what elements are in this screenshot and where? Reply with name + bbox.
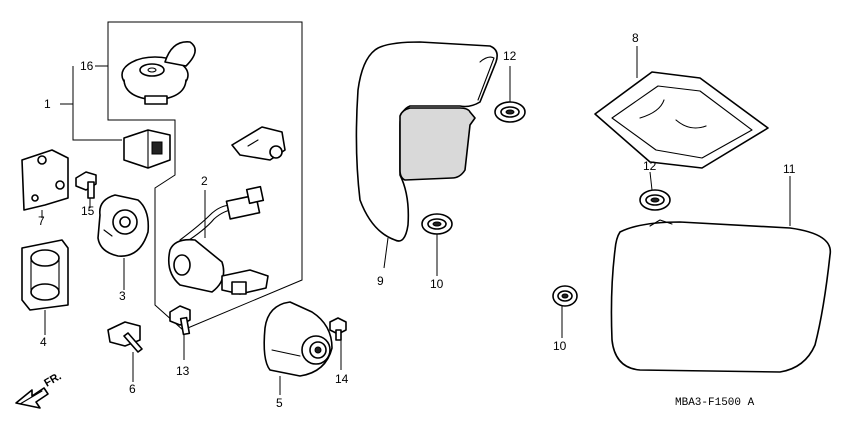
bolt-15[interactable] xyxy=(75,171,97,199)
label-part-15: 15 xyxy=(81,204,95,218)
bracket-plate[interactable] xyxy=(21,149,69,211)
front-direction-arrow-icon xyxy=(15,387,49,409)
hinge-bracket[interactable] xyxy=(21,239,69,311)
bolt-13[interactable] xyxy=(169,305,191,336)
label-part-9: 9 xyxy=(377,274,384,288)
seat-lock-piece[interactable] xyxy=(231,126,286,161)
label-part-3: 3 xyxy=(119,289,126,303)
label-part-14: 14 xyxy=(335,372,349,386)
key-cylinder-insert[interactable] xyxy=(123,129,171,169)
key[interactable] xyxy=(107,321,143,353)
right-side-cover[interactable] xyxy=(610,219,832,373)
label-part-11: 11 xyxy=(783,162,796,176)
left-side-cover[interactable] xyxy=(355,41,498,242)
bolt-14[interactable] xyxy=(329,317,347,341)
ignition-cap-cover[interactable] xyxy=(121,41,196,105)
label-part-5: 5 xyxy=(276,396,283,410)
figure-code: MBA3-F1500 A xyxy=(675,397,755,409)
grommet-12-right[interactable] xyxy=(639,189,671,211)
label-part-10-lower: 10 xyxy=(553,339,567,353)
main-lock-body[interactable] xyxy=(263,301,333,377)
callout-leaders xyxy=(41,46,791,395)
label-part-12-top: 12 xyxy=(503,49,517,63)
label-part-4: 4 xyxy=(40,335,47,349)
label-part-16: 16 xyxy=(80,59,94,73)
label-part-8: 8 xyxy=(632,31,639,45)
label-part-13: 13 xyxy=(176,364,190,378)
label-part-7: 7 xyxy=(38,214,45,228)
ignition-switch[interactable] xyxy=(167,185,269,295)
grommet-12-top[interactable] xyxy=(494,101,526,123)
grommet-10-lower[interactable] xyxy=(552,285,578,307)
tool-bag-pad[interactable] xyxy=(594,71,769,169)
label-part-10-middle: 10 xyxy=(430,277,444,291)
label-part-6: 6 xyxy=(129,382,136,396)
lock-mechanism[interactable] xyxy=(97,194,150,257)
label-part-2: 2 xyxy=(201,174,208,188)
kit-boundary-lines xyxy=(60,21,303,331)
grommet-10-middle[interactable] xyxy=(421,213,453,235)
label-part-12-right: 12 xyxy=(643,159,657,173)
label-part-1: 1 xyxy=(44,97,51,111)
